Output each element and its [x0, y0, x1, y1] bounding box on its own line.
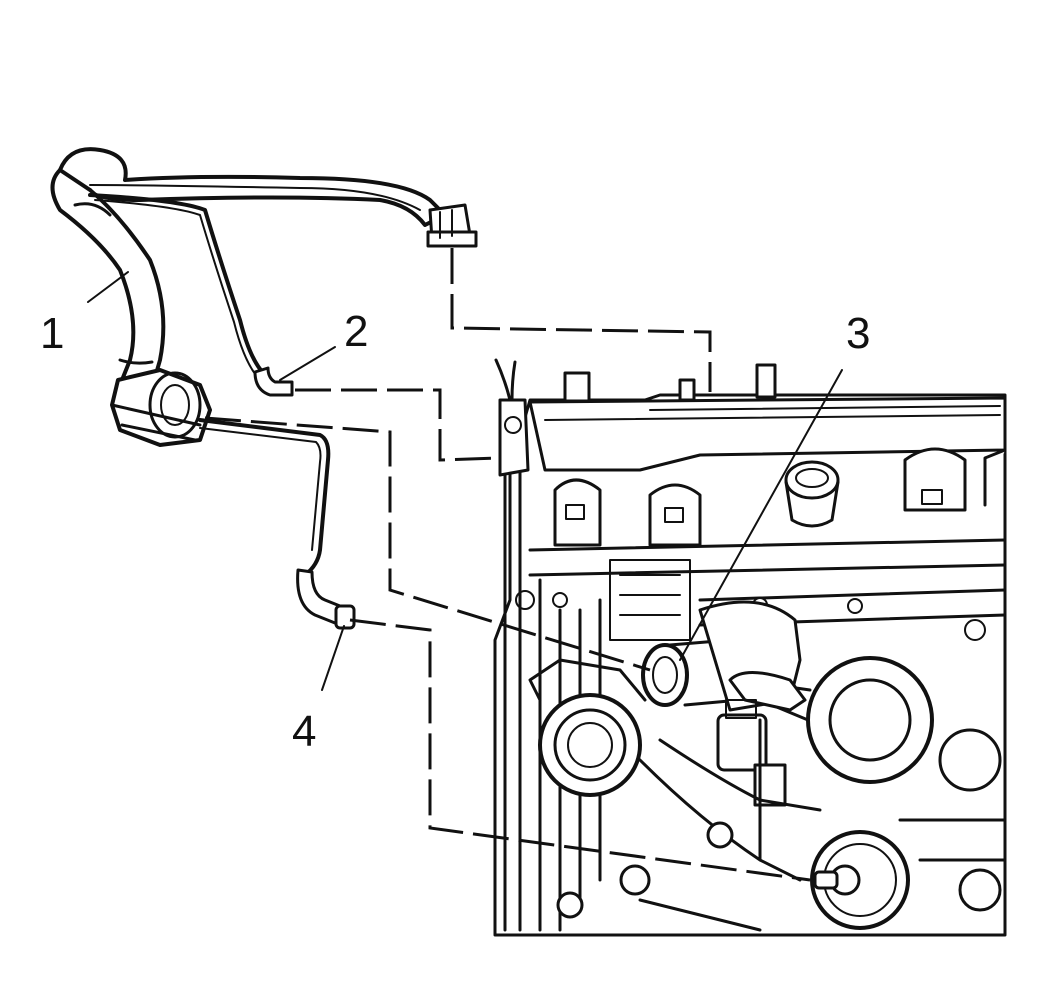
top-stud-mid [678, 378, 696, 402]
lower-manifold [638, 718, 822, 882]
cylinder-head [528, 538, 1007, 627]
descending-hose [50, 168, 166, 397]
top-stud-left [563, 371, 591, 403]
valve-cover-bosses [553, 447, 1007, 547]
leader-3 [679, 369, 843, 661]
upper-hose-inner [89, 184, 421, 211]
callout-3: 3 [846, 309, 870, 358]
tube-to-2-outline [94, 199, 260, 380]
lower-tube [198, 418, 331, 577]
connection-line-3 [204, 416, 651, 672]
callout-leaders [87, 271, 843, 691]
junction-block [110, 368, 212, 447]
hose-clip [494, 358, 530, 477]
leader-1 [87, 271, 129, 303]
upper-hose-connector [426, 203, 478, 248]
oil-filler-cap [784, 460, 840, 528]
connection-line-2 [295, 388, 501, 462]
valve-cover-edge [544, 405, 1001, 421]
connection-lines [204, 248, 811, 882]
part-2-elbow [253, 366, 294, 397]
pulley [810, 830, 910, 930]
throttle-body [528, 658, 647, 797]
connection-line-4 [349, 618, 811, 882]
part-4-fitting [334, 604, 356, 630]
lower-components [556, 728, 1007, 932]
connection-line-upper [450, 248, 712, 392]
top-stud-right [755, 363, 777, 399]
leader-2 [279, 346, 336, 381]
leader-4 [321, 625, 345, 691]
descending-hose-band [73, 202, 154, 365]
callout-2: 2 [344, 307, 368, 356]
lower-tube-outline [199, 427, 322, 551]
callout-labels: 1 2 3 4 [40, 307, 870, 756]
engine-assembly [493, 358, 1007, 937]
callout-4: 4 [292, 707, 316, 756]
bracket-lines [609, 559, 691, 641]
tube-to-2 [88, 193, 267, 377]
pcv-hose-assembly [50, 147, 478, 630]
callout-1: 1 [40, 309, 64, 358]
